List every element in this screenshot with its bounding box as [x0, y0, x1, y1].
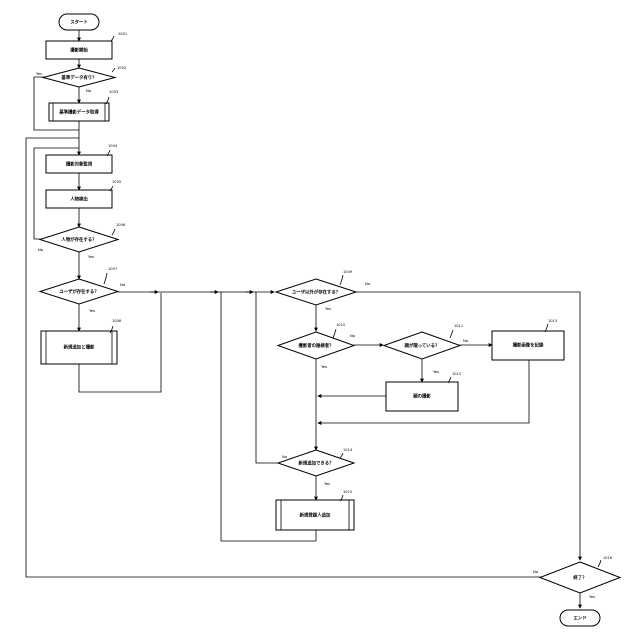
decision-can-add-label: 新規追加できる？: [298, 460, 333, 467]
step-add-capture-ref: 1008: [112, 319, 122, 323]
step-capture-start-label: 撮影開始: [70, 47, 88, 54]
step-face-capture-label: 顔の撮影: [412, 393, 431, 400]
decision-face-hidden-no: No: [463, 338, 469, 343]
decision-person-exists-label: 人物が存在する？: [61, 236, 96, 243]
decision-non-user-no: No: [365, 281, 371, 286]
decision-non-user-label: ユーザ以外が存在する？: [292, 289, 340, 296]
decision-person-yes: Yes: [88, 254, 94, 259]
decision-suspect-label: 撮影者の誰検者？: [298, 342, 333, 349]
step-person-detect-ref: 1005: [112, 180, 121, 184]
decision-user-exists-label: ユーザが存在する？: [59, 288, 98, 295]
decision-non-user-yes: Yes: [325, 306, 331, 311]
decision-base-data-ref: 1002: [117, 66, 126, 70]
decision-face-hidden-label: 顔が隠っている？: [404, 342, 440, 349]
step-monitor-ref: 1004: [108, 144, 118, 148]
decision-base-yes: Yes: [36, 71, 42, 76]
step-base-data-acquire-ref: 1003: [109, 90, 118, 94]
step-base-data-acquire-label: 基準撮影データ取得: [59, 109, 99, 116]
decision-suspect-yes: Yes: [321, 364, 327, 369]
decision-finished-yes: Yes: [589, 594, 595, 599]
decision-user-yes: Yes: [89, 308, 95, 313]
decision-user-exists-ref: 1007: [108, 267, 117, 271]
decision-non-user-ref: 1009: [343, 270, 353, 274]
step-record-image-label: 撮影画像を記録: [513, 342, 544, 349]
step-record-image-ref: 1013: [548, 319, 557, 323]
decision-person-no: No: [38, 247, 44, 252]
step-add-capture-label: 新規追加と撮影: [64, 344, 95, 351]
decision-face-hidden-yes: Yes: [433, 369, 439, 374]
decision-base-data-label: 基準データ有り？: [61, 74, 96, 81]
start-label: スタート: [70, 19, 88, 26]
end-label: エンド: [573, 616, 586, 622]
decision-finished-label: 終了？: [573, 574, 586, 581]
decision-can-add-no: No: [282, 454, 288, 459]
step-register-add-ref: 1015: [343, 490, 352, 494]
decision-finished-no: No: [533, 569, 539, 574]
step-capture-start-ref: 1001: [118, 32, 127, 36]
decision-person-exists-ref: 1006: [116, 223, 126, 227]
decision-face-hidden-ref: 1011: [454, 324, 463, 328]
decision-base-no: No: [86, 88, 92, 93]
decision-can-add-yes: Yes: [324, 481, 330, 486]
decision-finished-ref: 1016: [603, 556, 613, 560]
step-face-capture-ref: 1012: [452, 372, 461, 376]
reference-leaders: [104, 36, 601, 567]
step-monitor-label: 撮影対象監視: [66, 161, 93, 168]
decision-suspect-no: No: [350, 333, 356, 338]
decision-suspect-ref: 1010: [336, 323, 346, 327]
step-register-add-label: 新規登録人追加: [300, 512, 331, 519]
decision-user-no: No: [120, 282, 126, 287]
step-person-detect-label: 人物検出: [70, 196, 88, 203]
decision-can-add-ref: 1014: [343, 448, 353, 452]
